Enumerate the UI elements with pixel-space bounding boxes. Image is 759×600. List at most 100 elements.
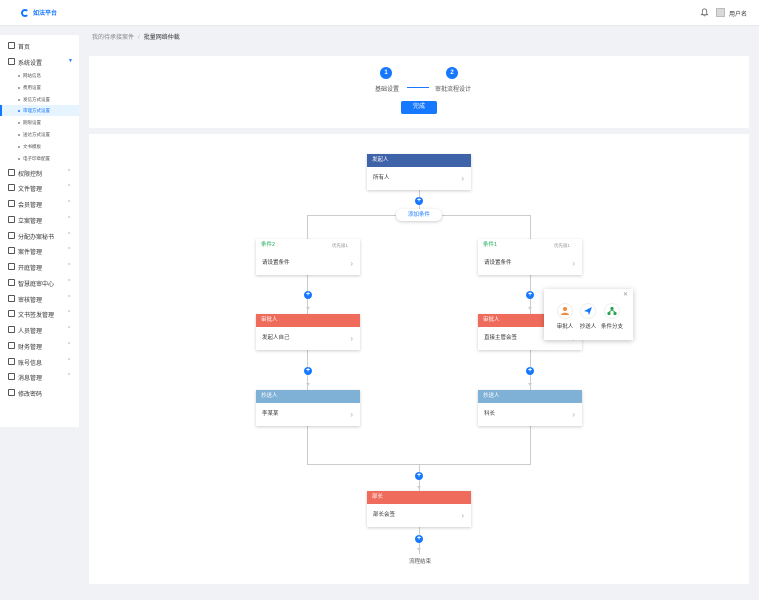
chevron-icon: ^ — [68, 342, 71, 348]
add-node-button[interactable]: + — [415, 197, 423, 205]
logo[interactable]: 如法平台 — [21, 8, 57, 17]
file-icon — [8, 216, 15, 223]
calendar-icon — [8, 263, 15, 270]
close-icon[interactable]: ✕ — [622, 292, 628, 298]
add-node-button[interactable]: + — [526, 367, 534, 375]
start-node[interactable]: 发起人 所有人› — [367, 154, 471, 190]
chevron-icon: ^ — [68, 326, 71, 332]
option-condition-branch[interactable]: 条件分支 — [599, 303, 625, 330]
chevron-right-icon: › — [350, 259, 353, 268]
sidebar-item-audit[interactable]: 审核管理^ — [0, 292, 79, 306]
submenu-item[interactable]: 电子印章配置 — [0, 153, 79, 164]
submenu-item[interactable]: 费用设置 — [0, 82, 79, 93]
key-icon — [8, 389, 15, 396]
folder-icon — [8, 184, 15, 191]
chevron-right-icon: › — [572, 410, 575, 419]
sidebar-item-filing[interactable]: 立案管理^ — [0, 213, 79, 227]
logo-icon — [21, 8, 29, 17]
submenu-item[interactable]: 期限设置 — [0, 117, 79, 128]
chevron-icon: ^ — [68, 373, 71, 379]
sidebar-item-cases[interactable]: 案件管理^ — [0, 244, 79, 258]
arrow-icon — [528, 383, 532, 386]
approver-body: 发起人自己 — [262, 335, 290, 341]
done-button[interactable]: 完成 — [401, 101, 437, 114]
steps-panel: 1 基础设置 2 审批流程设计 完成 — [89, 56, 749, 128]
breadcrumb: 我的待承接案件/批量网络仲裁 — [92, 32, 180, 41]
sidebar-item-home[interactable]: 首页 — [0, 39, 79, 53]
sidebar-item-change-password[interactable]: 修改密码 — [0, 386, 79, 400]
add-node-button[interactable]: + — [415, 535, 423, 543]
chevron-icon: ^ — [68, 216, 71, 222]
approver-node-left[interactable]: 审批人 发起人自己› — [256, 314, 360, 350]
add-node-button[interactable]: + — [415, 472, 423, 480]
chevron-icon: ^ — [68, 247, 71, 253]
bell-icon[interactable] — [700, 8, 709, 17]
cc-body: 科长 — [484, 411, 496, 417]
option-cc[interactable]: 抄送人 — [575, 303, 601, 330]
submenu-item[interactable]: 文书模板 — [0, 141, 79, 152]
add-node-button[interactable]: + — [526, 291, 534, 299]
breadcrumb-current: 批量网络仲裁 — [143, 35, 180, 41]
sidebar-item-account[interactable]: 账号信息^ — [0, 355, 79, 369]
sidebar-item-document-issue[interactable]: 文书签发管理^ — [0, 307, 79, 321]
chevron-icon: ^ — [68, 169, 71, 175]
condition-body: 请设置条件 — [262, 260, 290, 266]
person-icon — [8, 326, 15, 333]
add-condition-button[interactable]: 添加条件 — [396, 209, 442, 221]
arrow-icon — [417, 486, 421, 489]
final-approver-node[interactable]: 部长 部长会签› — [367, 491, 471, 527]
sidebar-item-assign-secretary[interactable]: 分配办案秘书^ — [0, 229, 79, 243]
money-icon — [8, 342, 15, 349]
sidebar-item-finance[interactable]: 财务管理^ — [0, 339, 79, 353]
user-name[interactable]: 用户名 — [729, 12, 748, 18]
submenu-item-active[interactable]: 审理方式设置 — [0, 105, 79, 116]
sidebar-item-staff[interactable]: 人员管理^ — [0, 323, 79, 337]
sidebar-item-files[interactable]: 文件管理^ — [0, 181, 79, 195]
submenu-item[interactable]: 网站信息 — [0, 70, 79, 81]
step-2-circle[interactable]: 2 — [446, 67, 458, 79]
sidebar-item-hearings[interactable]: 开庭管理^ — [0, 260, 79, 274]
arrow-icon — [528, 307, 532, 310]
sidebar-item-members[interactable]: 会员管理^ — [0, 197, 79, 211]
approver-header: 审批人 — [256, 314, 360, 327]
sidebar-item-system-settings[interactable]: 系统设置 ▼ — [0, 55, 79, 69]
condition-title: 条件1 — [483, 242, 498, 248]
arrow-icon — [306, 307, 310, 310]
chevron-icon: ^ — [68, 232, 71, 238]
add-node-button[interactable]: + — [304, 291, 312, 299]
submenu-item[interactable]: 发信方式设置 — [0, 94, 79, 105]
condition-title: 条件2 — [261, 242, 276, 248]
top-bar: 如法平台 用户名 — [0, 0, 759, 26]
cc-node-left[interactable]: 抄送人 李某某› — [256, 390, 360, 426]
cc-header: 抄送人 — [478, 390, 582, 403]
breadcrumb-parent[interactable]: 我的待承接案件 — [92, 35, 135, 41]
person-icon — [561, 307, 569, 315]
account-icon — [8, 358, 15, 365]
add-node-popover: ✕ 审批人 抄送人 条件分支 — [544, 289, 633, 340]
gear-icon — [8, 279, 15, 286]
chevron-down-icon: ▼ — [68, 58, 73, 64]
chevron-right-icon: › — [461, 511, 464, 520]
branch-icon — [607, 306, 617, 316]
cc-node-right[interactable]: 抄送人 科长 › — [478, 390, 582, 426]
step-connector — [407, 87, 429, 88]
start-node-body: 所有人 — [373, 175, 390, 181]
step-1-circle[interactable]: 1 — [380, 67, 392, 79]
sidebar-item-permissions[interactable]: 权限控制^ — [0, 166, 79, 180]
avatar[interactable] — [716, 8, 725, 17]
lock-icon — [8, 169, 15, 176]
option-approver[interactable]: 审批人 — [552, 303, 578, 330]
condition-body: 请设置条件 — [484, 260, 512, 266]
submenu-item[interactable]: 送达方式设置 — [0, 129, 79, 140]
document-icon — [8, 310, 15, 317]
step-1-label: 基础设置 — [375, 87, 400, 93]
final-node-header: 部长 — [367, 491, 471, 504]
add-node-button[interactable]: + — [304, 367, 312, 375]
sidebar-item-smart-court[interactable]: 智慧庭审中心^ — [0, 276, 79, 290]
breadcrumb-separator: / — [138, 35, 140, 41]
chevron-icon: ^ — [68, 184, 71, 190]
sidebar-item-messages[interactable]: 消息管理^ — [0, 370, 79, 384]
